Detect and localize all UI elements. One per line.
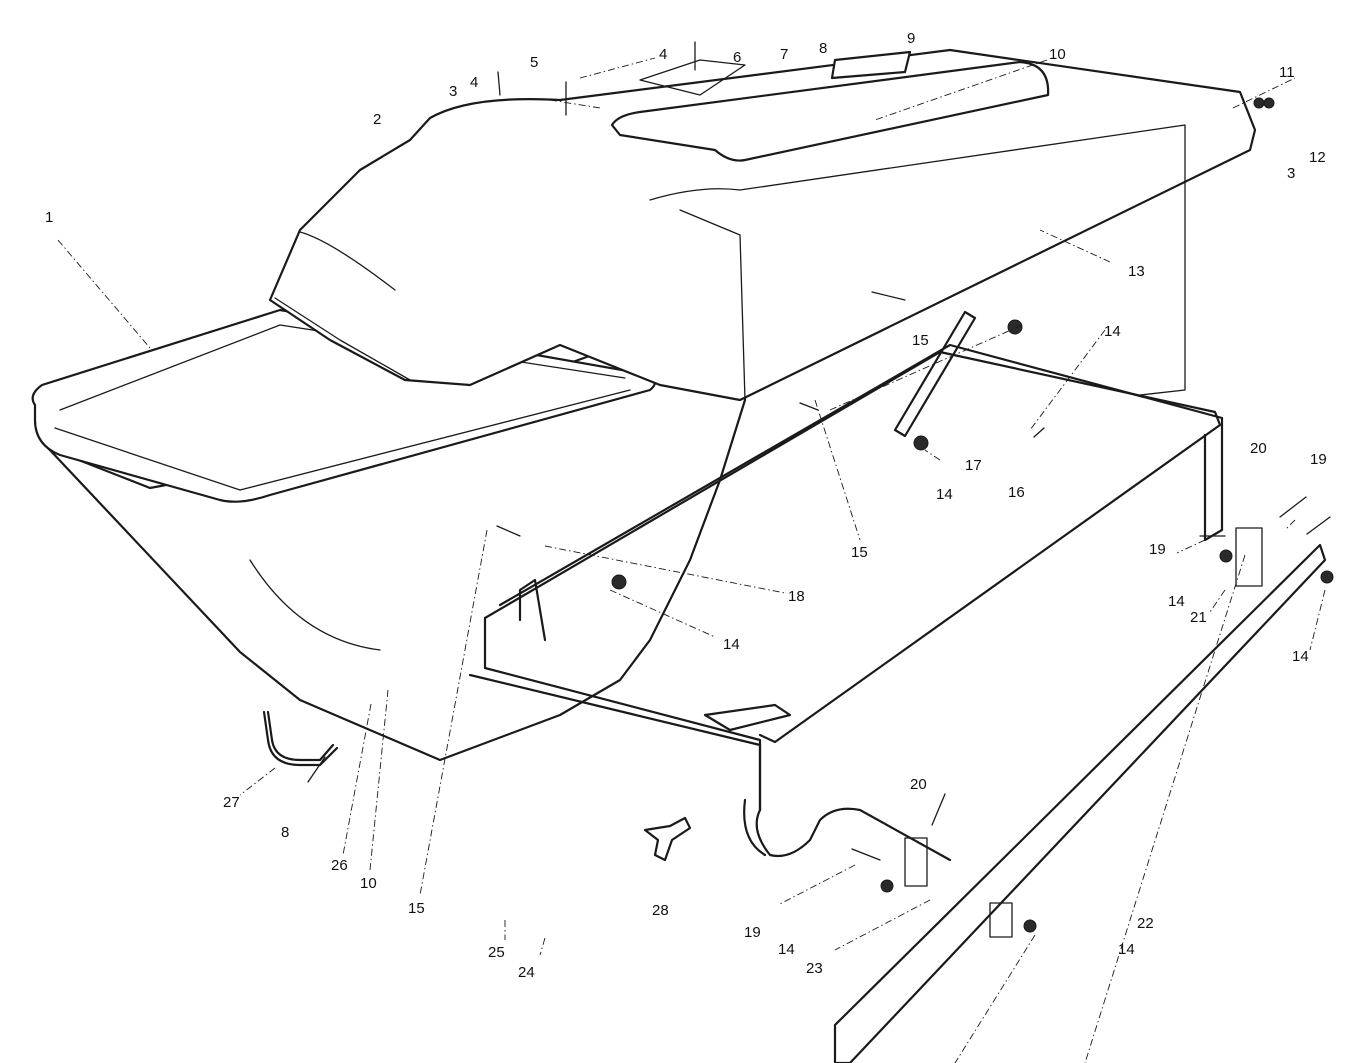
callout-17: 17: [965, 457, 982, 474]
nut: [1023, 919, 1037, 933]
catcher-frame: [468, 343, 1224, 862]
callout-24: 24: [518, 964, 535, 981]
callout-14: 14: [778, 941, 795, 958]
plate: [1235, 527, 1263, 587]
nut: [1219, 549, 1233, 563]
knob: [643, 816, 692, 862]
bolt: [307, 291, 1331, 861]
nut: [1320, 570, 1334, 584]
callout-11: 11: [1279, 64, 1295, 81]
callout-16: 16: [1008, 484, 1025, 501]
callout-5: 5: [530, 54, 538, 71]
handle: [262, 710, 339, 767]
callout-3: 3: [449, 83, 457, 100]
callout-3: 3: [1287, 165, 1295, 182]
callout-4: 4: [470, 74, 478, 91]
nut: [1263, 97, 1275, 109]
callout-25: 25: [488, 944, 505, 961]
callout-14: 14: [1168, 593, 1185, 610]
callout-15: 15: [851, 544, 868, 561]
callout-8: 8: [281, 824, 289, 841]
callout-18: 18: [788, 588, 805, 605]
callout-15: 15: [912, 332, 929, 349]
callout-19: 19: [744, 924, 761, 941]
callout-20: 20: [1250, 440, 1267, 457]
nut: [913, 435, 929, 451]
callout-6: 6: [733, 49, 741, 66]
support-rod: [893, 310, 977, 438]
callout-13: 13: [1128, 263, 1145, 280]
callout-10: 10: [1049, 46, 1066, 63]
bracket: [904, 837, 928, 887]
callout-20: 20: [910, 776, 927, 793]
nut: [880, 879, 894, 893]
callout-27: 27: [223, 794, 240, 811]
nut: [1253, 97, 1265, 109]
callout-1: 1: [45, 209, 53, 226]
leader-lines: [57, 57, 1326, 1063]
nut: [611, 574, 627, 590]
callout-14: 14: [723, 636, 740, 653]
callout-21: 21: [1190, 609, 1207, 626]
callout-12: 12: [1309, 149, 1326, 166]
callout-labels: 1 2 3 3 4 4 5 6 7 8 8 9 10 10 11 12 13 1…: [45, 30, 1327, 981]
nut: [1007, 319, 1023, 335]
callout-7: 7: [780, 46, 788, 63]
callout-4: 4: [659, 46, 667, 63]
catcher-hood: [268, 48, 1257, 402]
callout-19: 19: [1310, 451, 1327, 468]
callout-14: 14: [1292, 648, 1309, 665]
callout-14: 14: [936, 486, 953, 503]
callout-19: 19: [1149, 541, 1166, 558]
callout-23: 23: [806, 960, 823, 977]
callout-14: 14: [1118, 941, 1135, 958]
callout-22: 22: [1137, 915, 1154, 932]
callout-9: 9: [907, 30, 915, 47]
pin: [497, 41, 696, 116]
callout-28: 28: [652, 902, 669, 919]
catcher-bag-body: [31, 308, 747, 762]
callout-2: 2: [373, 111, 381, 128]
front-rail: [833, 543, 1327, 1063]
callout-14: 14: [1104, 323, 1121, 340]
callout-8: 8: [819, 40, 827, 57]
callout-26: 26: [331, 857, 348, 874]
callout-15: 15: [408, 900, 425, 917]
hardware: [307, 41, 1334, 933]
callout-10: 10: [360, 875, 377, 892]
